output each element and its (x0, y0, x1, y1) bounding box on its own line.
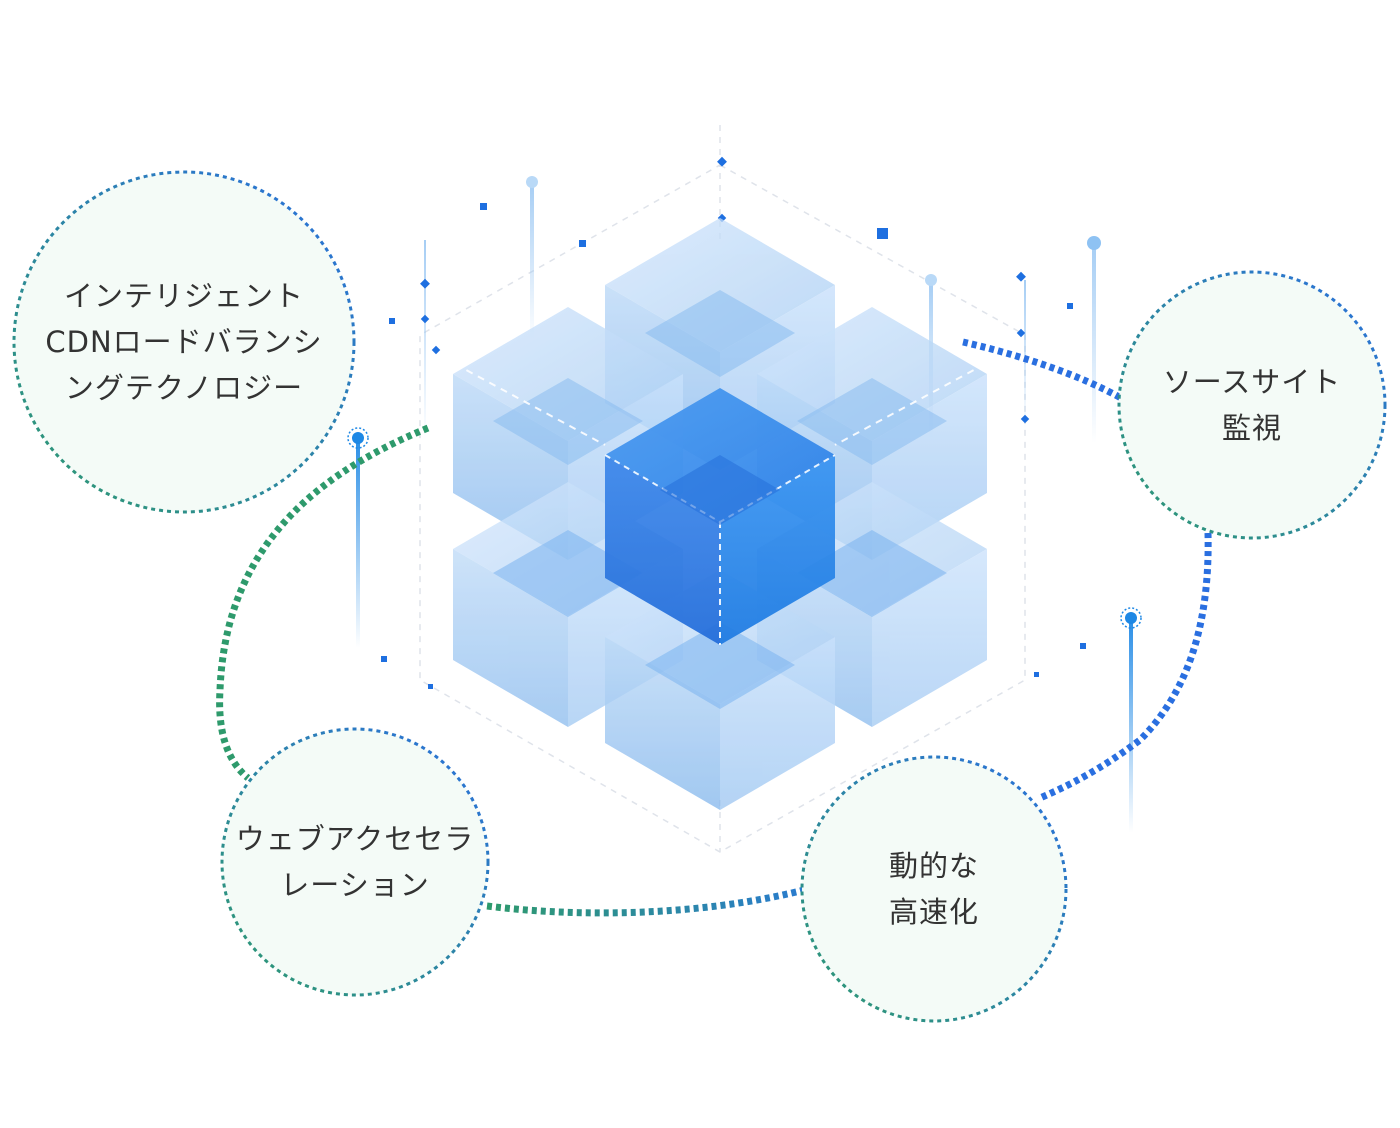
feature-label-line: ソースサイト (1162, 365, 1342, 399)
feature-label-line: レーション (280, 868, 430, 902)
connector-source-to-dynamic (1038, 532, 1212, 802)
feature-source-monitoring: ソースサイト 監視 (1117, 270, 1387, 540)
connector-web-to-dynamic (486, 885, 809, 917)
particles (381, 156, 1086, 689)
feature-dynamic-acceleration: 動的な 高速化 (800, 755, 1068, 1023)
feature-label-line: 動的な (888, 849, 979, 883)
cube-core (604, 388, 836, 645)
bubble-rings (12, 170, 1387, 1023)
feature-label-line: インテリジェント (63, 279, 304, 313)
feature-web-acceleration: ウェブアクセセラ レーション (220, 727, 490, 997)
feature-intelligent-cdn: インテリジェント CDNロードバランシ ングテクノロジー (12, 170, 356, 514)
feature-label-line: 監視 (1221, 411, 1282, 445)
feature-label-line: ングテクノロジー (64, 371, 304, 405)
feature-label-line: ウェブアクセセラ (235, 822, 475, 856)
feature-label-line: 高速化 (888, 895, 979, 929)
connector-center-to-source (962, 338, 1123, 402)
connectors (216, 338, 1212, 917)
connector-cdn-to-web (216, 424, 430, 781)
feature-label-line: CDNロードバランシ (45, 325, 323, 359)
cube-cluster (453, 218, 987, 810)
